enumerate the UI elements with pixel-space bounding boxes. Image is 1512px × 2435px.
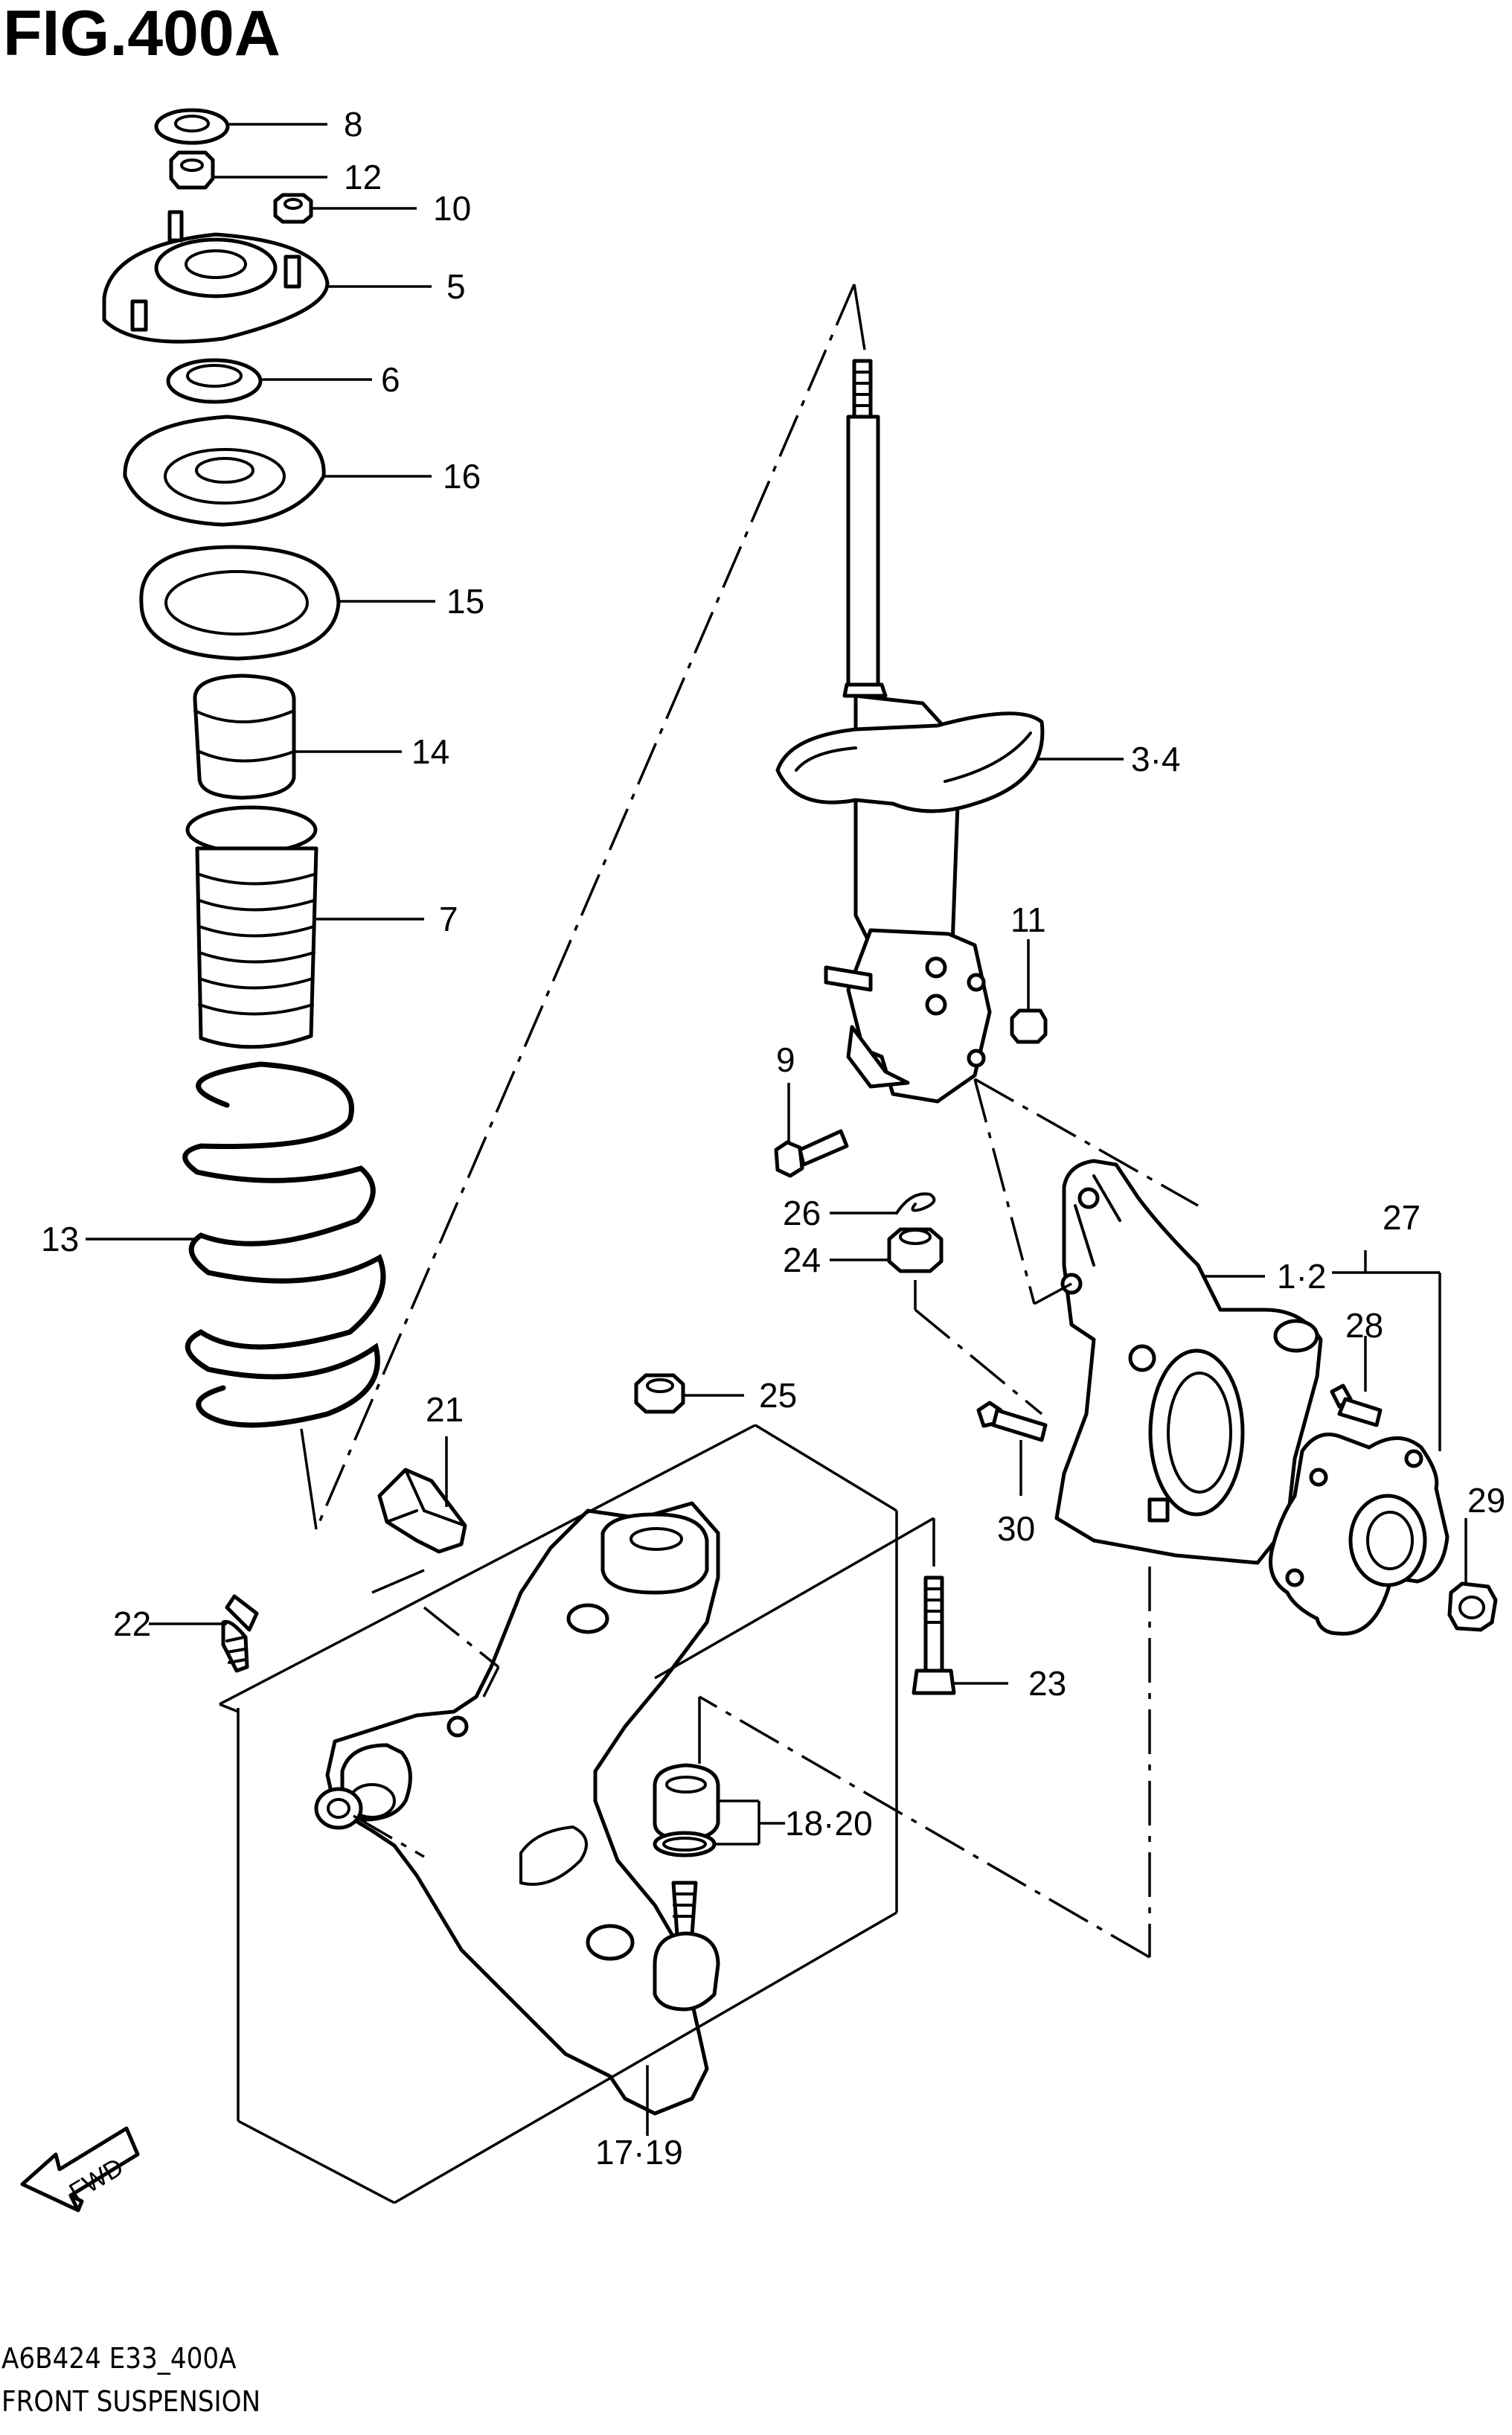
- part-22-bolt: [221, 1594, 259, 1673]
- part-23-bolt: [912, 1575, 956, 1695]
- callout-16: 16: [443, 457, 481, 496]
- part-25-nut: [634, 1373, 685, 1414]
- part-21-bush: [377, 1468, 467, 1554]
- part-6-bearing: [166, 358, 263, 404]
- fwd-arrow-icon: FWD: [20, 2126, 140, 2212]
- part-24-castle-nut: [887, 1227, 944, 1273]
- part-16-upper-spring-seat: [123, 415, 326, 527]
- figure-title: FIG.400A: [3, 0, 281, 69]
- part-26-cotter-pin: [895, 1192, 936, 1215]
- part-9-bolt: [774, 1129, 849, 1178]
- callout-28: 28: [1345, 1306, 1383, 1345]
- callout-23: 23: [1028, 1664, 1066, 1703]
- callout-11: 11: [1010, 900, 1046, 939]
- part-8-washer: [154, 108, 230, 145]
- part-17-19-lower-control-arm: [314, 1501, 720, 2116]
- part-1-2-steering-knuckle: [1054, 1159, 1323, 1565]
- callout-leaders: [86, 123, 1467, 2136]
- callout-6: 6: [381, 360, 400, 399]
- part-15-spring-seat: [139, 545, 341, 661]
- assembly-group-lines: [219, 284, 1199, 2204]
- part-30-bolt: [976, 1401, 1048, 1442]
- callout-24: 24: [783, 1241, 821, 1279]
- part-28-hub-bolt: [1330, 1383, 1383, 1427]
- part-10-nut: [273, 193, 313, 224]
- callout-9: 9: [776, 1040, 795, 1079]
- callout-17-19: 17·19: [595, 2133, 683, 2172]
- callout-29: 29: [1467, 1481, 1505, 1520]
- figure-code: A6B424 E33_400A: [1, 2342, 237, 2375]
- callout-12: 12: [344, 158, 382, 196]
- callout-27: 27: [1383, 1198, 1420, 1237]
- part-3-4-strut-assembly: [775, 359, 1045, 1104]
- callout-22: 22: [113, 1604, 151, 1643]
- part-12-nut: [169, 150, 215, 190]
- callout-21: 21: [426, 1390, 464, 1429]
- callout-5: 5: [446, 267, 466, 306]
- callout-7: 7: [439, 900, 458, 938]
- callout-13: 13: [41, 1220, 79, 1258]
- callout-26: 26: [783, 1194, 821, 1232]
- part-27-wheel-hub: [1269, 1433, 1449, 1636]
- callout-14: 14: [411, 732, 449, 771]
- callout-3-4: 3·4: [1131, 740, 1180, 778]
- callout-1-2: 1·2: [1277, 1257, 1326, 1296]
- callout-25: 25: [759, 1376, 797, 1415]
- callout-18-20: 18·20: [785, 1804, 873, 1843]
- callout-15: 15: [446, 582, 484, 621]
- part-14-bump-stop: [193, 673, 296, 800]
- part-29-hub-nut: [1447, 1581, 1498, 1632]
- callout-labels: 8 12 10 5 6 16 15 14 7 13 3·4 11 9 26 24…: [41, 105, 1505, 2172]
- part-13-coil-spring: [182, 1061, 386, 1428]
- callout-10: 10: [433, 189, 471, 228]
- part-11-nut: [1010, 1008, 1048, 1044]
- figure-name: FRONT SUSPENSION: [1, 2385, 260, 2418]
- part-5-strut-mount: [102, 210, 330, 344]
- part-7-dust-boot: [185, 805, 318, 1049]
- callout-30: 30: [997, 1509, 1035, 1548]
- callout-8: 8: [344, 105, 363, 144]
- part-18-20-dust-boot-clip: [653, 1763, 720, 1858]
